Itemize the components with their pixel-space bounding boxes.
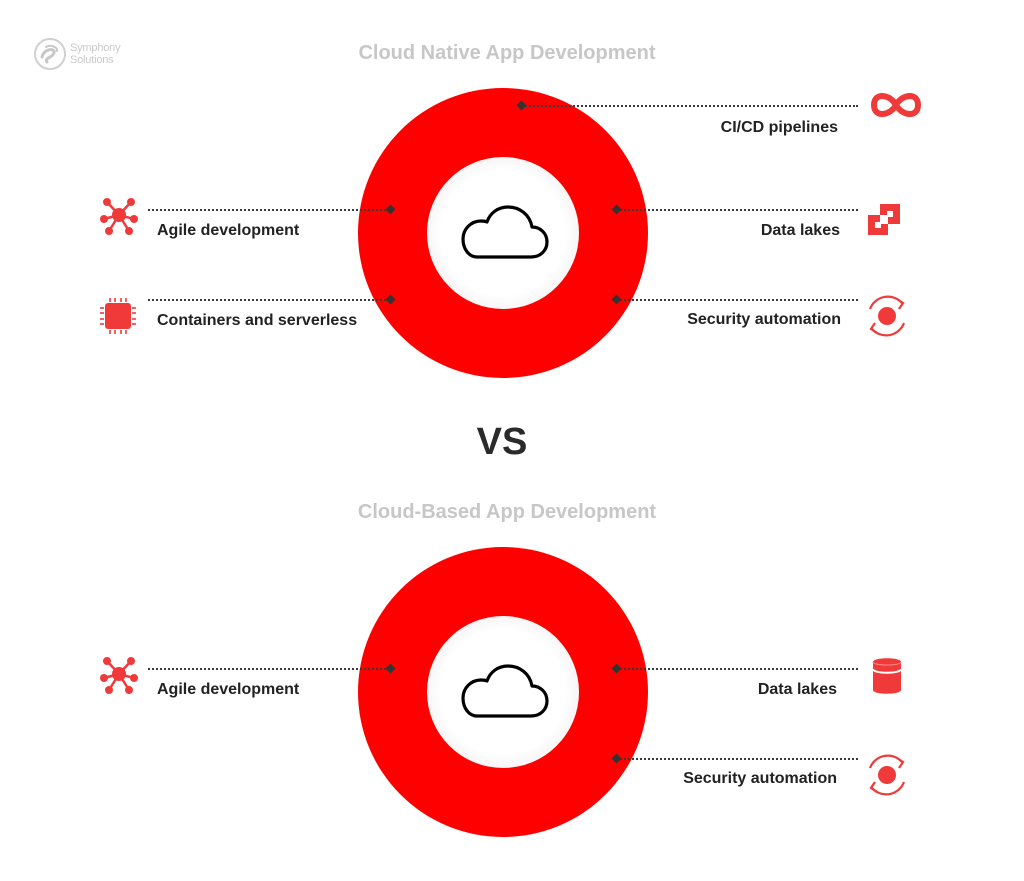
connector-line [617, 758, 858, 760]
feature-label-containers: Containers and serverless [157, 312, 358, 329]
cloud-icon [461, 664, 549, 718]
logo-swirl-icon [34, 38, 66, 70]
symphony-logo: Symphony Solutions [34, 38, 154, 74]
feature-label-agile: Agile development [157, 222, 300, 239]
based-section-title: Cloud-Based App Development [357, 501, 657, 523]
feature-label-agile: Agile development [157, 681, 300, 698]
chip-icon [100, 298, 136, 334]
feature-label-security: Security automation [683, 770, 837, 787]
cloud-icon [461, 205, 549, 259]
feature-label-security: Security automation [687, 311, 841, 328]
feature-label-datalakes: Data lakes [760, 222, 840, 239]
logo-text-line1: Symphony [70, 42, 121, 54]
overlapping-squares-icon [868, 204, 900, 235]
database-icon [872, 658, 902, 694]
feature-label-cicd: CI/CD pipelines [720, 119, 838, 136]
network-icon [100, 657, 138, 694]
logo-text-line2: Solutions [70, 54, 114, 66]
vs-label: VS [476, 421, 528, 463]
connector-line [617, 668, 858, 670]
connector-line [148, 299, 390, 301]
refresh-target-icon [868, 754, 906, 796]
connector-line [522, 105, 858, 107]
native-center [427, 157, 579, 309]
based-center [427, 616, 579, 768]
connector-line [617, 209, 858, 211]
native-section-title: Cloud Native App Development [358, 42, 656, 64]
connector-line [617, 299, 858, 301]
refresh-target-icon [868, 295, 906, 337]
feature-label-datalakes: Data lakes [757, 681, 837, 698]
connector-line [148, 668, 390, 670]
connector-line [148, 209, 390, 211]
infinity-icon [871, 93, 921, 117]
network-icon [100, 198, 138, 235]
